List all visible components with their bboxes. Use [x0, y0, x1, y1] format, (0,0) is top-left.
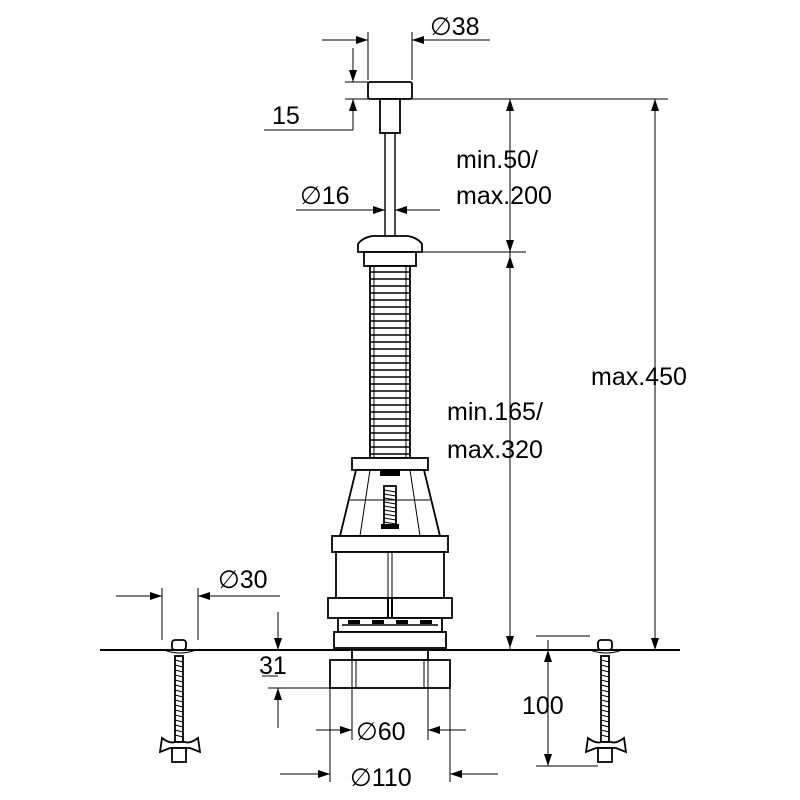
- bolt-thread: [174, 689, 184, 693]
- bolt-thread: [600, 699, 610, 703]
- bolt-diameter-label: 30: [240, 566, 268, 594]
- head-height-label: 15: [272, 102, 300, 130]
- spring-coil: [383, 489, 397, 493]
- bolt-thread: [600, 724, 610, 728]
- top-collar: [357, 235, 423, 267]
- spring-coil: [383, 513, 397, 517]
- dimension-flange-thickness: 31: [259, 612, 330, 728]
- fixing-bolt-right: [584, 639, 628, 763]
- bolt-thread: [174, 704, 184, 708]
- dimension-total-height: max.450: [591, 99, 687, 650]
- bolt-thread: [600, 704, 610, 708]
- spring-coil: [383, 493, 397, 497]
- dimension-rod-length: min.50/ max.200: [412, 98, 668, 253]
- bolt-thread: [600, 719, 610, 723]
- bolt-thread: [600, 734, 610, 738]
- svg-text:∅30: ∅30: [218, 565, 268, 594]
- bolt-thread: [600, 674, 610, 678]
- bolt-thread: [174, 719, 184, 723]
- bolt-thread: [600, 694, 610, 698]
- svg-text:∅110: ∅110: [350, 763, 412, 792]
- dimension-flange-diameter: ∅110: [280, 688, 498, 792]
- head-diameter-label: 38: [452, 13, 480, 41]
- spring-coil: [383, 521, 397, 525]
- flange-thickness-label: 31: [259, 652, 287, 680]
- bolt-thread: [600, 714, 610, 718]
- column-length-min-label: min.165/: [447, 398, 543, 426]
- bolt-thread: [600, 659, 610, 663]
- push-button-head: [367, 81, 413, 100]
- dimension-bolt-diameter: ∅30: [116, 565, 280, 640]
- flange-diameter-label: 110: [372, 764, 412, 792]
- bolt-thread: [174, 684, 184, 688]
- bolt-thread: [600, 669, 610, 673]
- spring-coil: [383, 505, 397, 509]
- bolt-thread: [600, 709, 610, 713]
- dimension-column-length: min.165/ max.320: [447, 252, 543, 650]
- outlet-flange: [329, 649, 451, 689]
- actuator-rod: [379, 98, 401, 240]
- bolt-thread: [600, 684, 610, 688]
- spring-coil: [383, 517, 397, 521]
- svg-text:∅16: ∅16: [300, 181, 350, 210]
- bolt-length-label: 100: [522, 692, 564, 720]
- bolt-thread: [174, 699, 184, 703]
- bolt-thread: [174, 669, 184, 673]
- telescopic-column: [369, 265, 411, 459]
- bolt-thread: [174, 664, 184, 668]
- rod-length-min-label: min.50/: [456, 146, 538, 174]
- rod-length-max-label: max.200: [456, 182, 552, 210]
- diameter-symbol: ∅: [350, 763, 372, 792]
- bolt-thread: [174, 729, 184, 733]
- bolt-thread: [174, 674, 184, 678]
- outlet-diameter-label: 60: [378, 718, 406, 746]
- bolt-thread: [174, 724, 184, 728]
- valve-housing: [338, 457, 442, 537]
- dimension-outlet-diameter: ∅60: [316, 660, 466, 746]
- diameter-symbol: ∅: [218, 565, 240, 594]
- svg-text:∅38: ∅38: [430, 12, 480, 41]
- bolt-thread: [174, 659, 184, 663]
- rod-diameter-label: 16: [322, 182, 350, 210]
- bolt-thread: [174, 709, 184, 713]
- valve-cylinder: [327, 535, 453, 648]
- bolt-thread: [174, 679, 184, 683]
- column-length-max-label: max.320: [447, 436, 543, 464]
- fixing-bolt-left: [158, 639, 202, 763]
- bolt-thread: [174, 714, 184, 718]
- diameter-symbol: ∅: [356, 717, 378, 746]
- bolt-thread: [600, 689, 610, 693]
- dimension-rod-diameter: ∅16: [296, 181, 440, 214]
- dimension-head-height: 15: [264, 48, 412, 131]
- svg-text:∅60: ∅60: [356, 717, 406, 746]
- bolt-thread: [600, 729, 610, 733]
- dimension-head-diameter: ∅38: [322, 12, 490, 80]
- seal-assembly: [333, 617, 447, 649]
- dimension-bolt-length: 100: [522, 635, 598, 767]
- bolt-thread: [600, 679, 610, 683]
- spring-coil: [383, 509, 397, 513]
- bolt-thread: [174, 694, 184, 698]
- diameter-symbol: ∅: [430, 12, 452, 41]
- spring-coil: [383, 501, 397, 505]
- bolt-thread: [600, 664, 610, 668]
- diameter-symbol: ∅: [300, 181, 322, 210]
- total-height-label: max.450: [591, 363, 687, 391]
- bolt-thread: [174, 734, 184, 738]
